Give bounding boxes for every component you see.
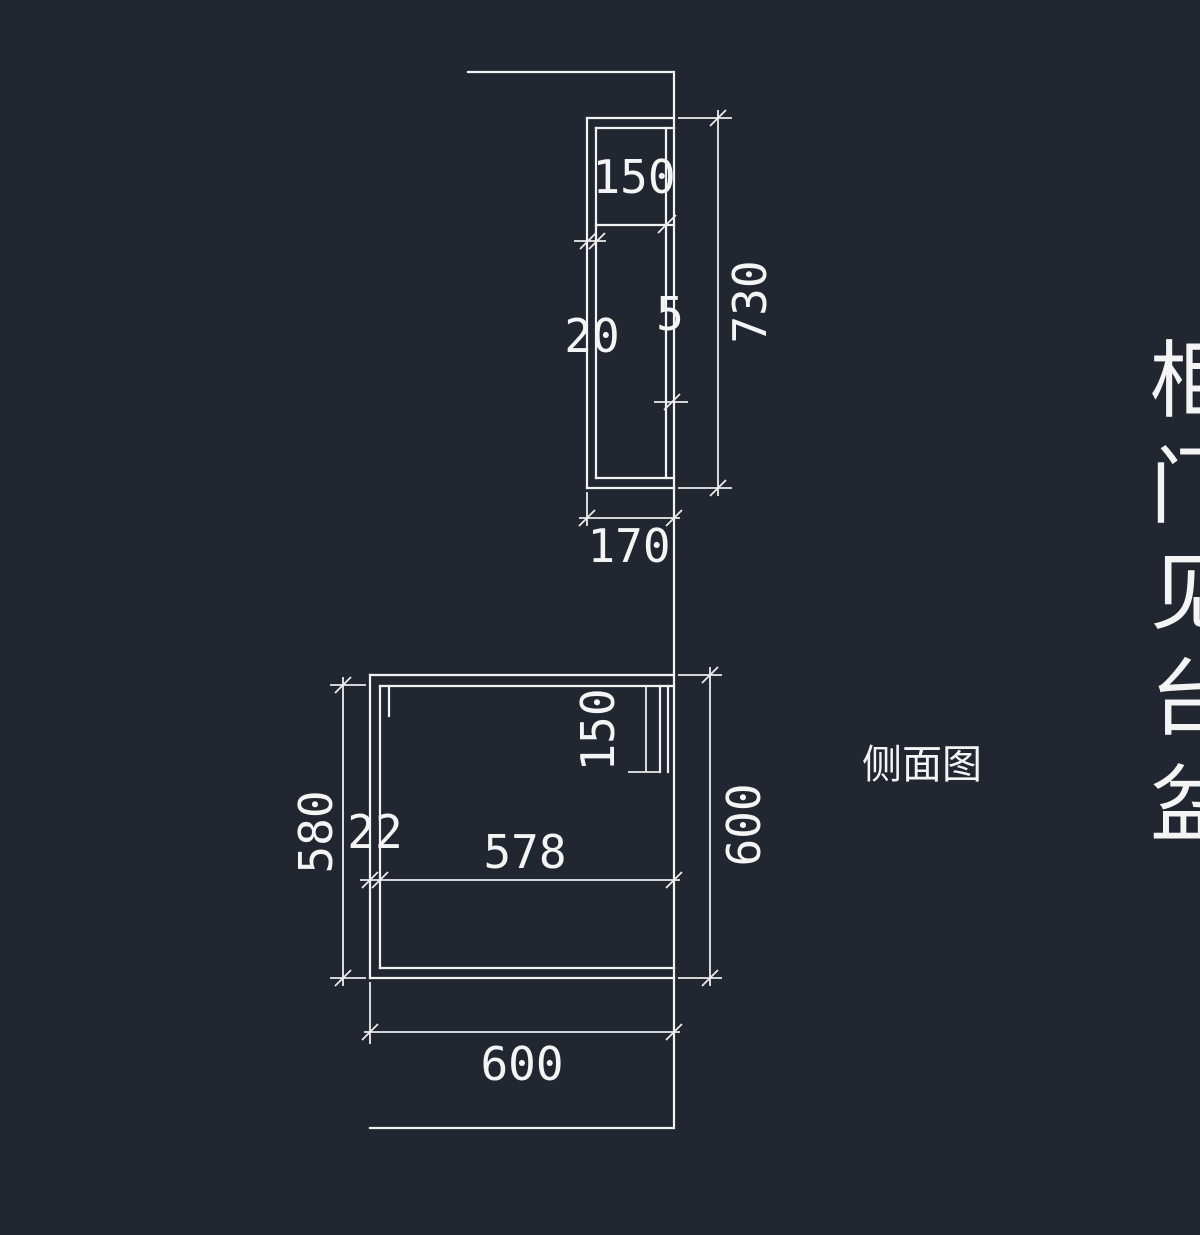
- right-column-labels: 柜 门 见 台 盆: [1150, 332, 1200, 854]
- dim-lower-width: 600: [480, 1037, 563, 1091]
- dim-upper-left-gap: 20: [564, 309, 619, 363]
- dim-lower-height-left: 580: [289, 790, 343, 873]
- dim-upper-right-gap: 5: [656, 287, 684, 341]
- dim-lower-inner-top: 150: [571, 688, 625, 771]
- lower-dimension-lines: [330, 666, 722, 1044]
- right-label-1: 柜: [1150, 332, 1200, 430]
- side-view-label: 侧面图: [862, 742, 982, 788]
- dim-upper-height: 730: [723, 260, 777, 343]
- right-label-3: 见: [1150, 544, 1200, 642]
- right-label-5: 盆: [1150, 756, 1200, 854]
- upper-dimension-lines: [574, 109, 732, 527]
- lower-cabinet: [368, 673, 676, 980]
- dim-upper-depth: 170: [587, 519, 670, 573]
- right-label-2: 门: [1150, 438, 1200, 536]
- dim-lower-inner-width: 578: [483, 825, 566, 879]
- dim-upper-inner-top: 150: [592, 150, 675, 204]
- dimension-labels: 150 20 5 730 170 150 580 22 578 600 600: [289, 150, 777, 1091]
- dim-lower-left-panel: 22: [347, 805, 402, 859]
- upper-cabinet: [585, 116, 676, 490]
- dim-lower-height-right: 600: [717, 783, 771, 866]
- wall-outline: [368, 70, 676, 1130]
- right-label-4: 台: [1150, 650, 1200, 748]
